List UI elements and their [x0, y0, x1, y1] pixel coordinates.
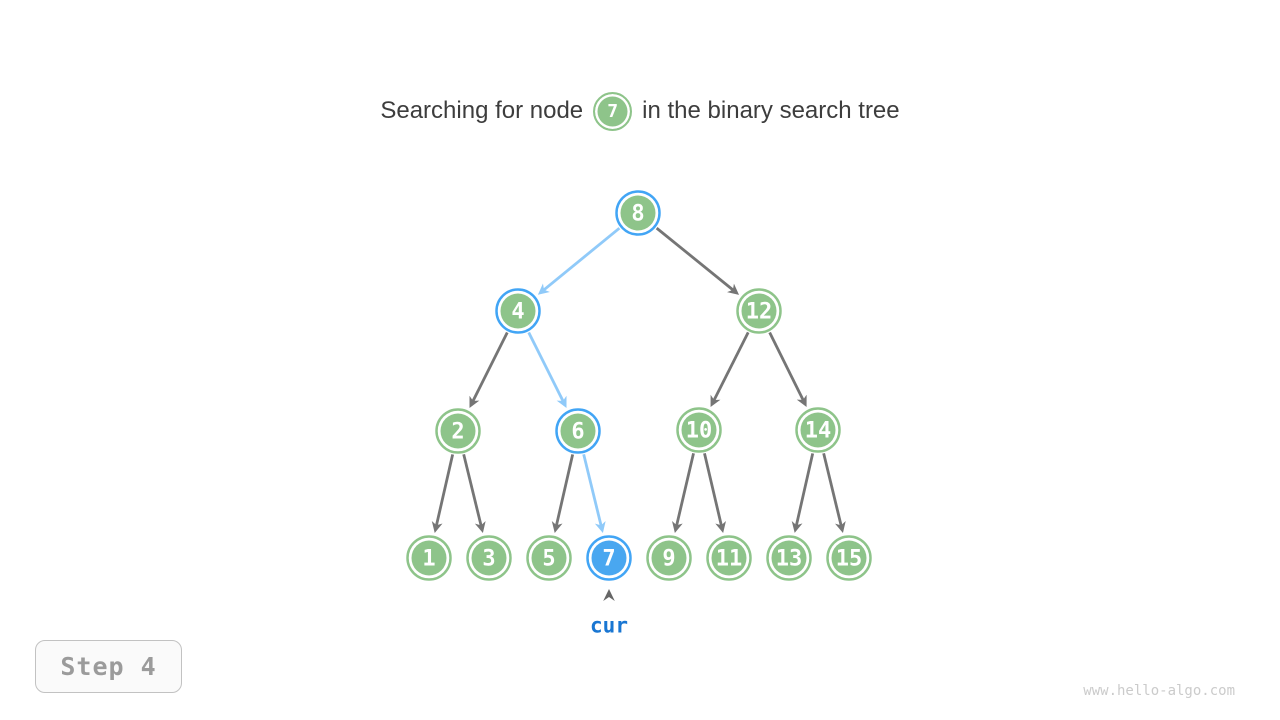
tree-edge-14-15 [822, 452, 846, 534]
tree-edge-4-2 [469, 331, 509, 409]
tree-node-2-normal: 2 [435, 408, 481, 454]
tree-node-value: 5 [542, 547, 555, 572]
tree-edge-10-9 [672, 453, 695, 533]
tree-edge-6-7-path [582, 453, 606, 534]
tree-edge-2-3 [462, 453, 486, 534]
tree-node-9-normal: 9 [646, 535, 692, 581]
tree-edge-12-14 [768, 331, 807, 407]
slide-title: Searching for node 7 in the binary searc… [0, 91, 1280, 131]
tree-edge-14-13 [791, 453, 815, 533]
tree-node-11-normal: 11 [706, 535, 752, 581]
title-target-node-value: 7 [607, 100, 619, 122]
tree-node-value: 8 [631, 202, 644, 227]
tree-node-value: 11 [716, 547, 743, 572]
step-badge-label: Step 4 [60, 652, 157, 681]
tree-node-14-normal: 14 [795, 407, 841, 453]
tree-node-value: 7 [602, 547, 615, 572]
watermark: www.hello-algo.com [1083, 683, 1235, 699]
title-suffix: in the binary search tree [642, 97, 900, 124]
tree-node-value: 2 [451, 420, 464, 445]
tree-edge-8-4-path [537, 227, 621, 295]
tree-edge-6-5 [551, 454, 575, 533]
title-target-node: 7 [593, 91, 633, 131]
tree-node-value: 15 [836, 547, 863, 572]
tree-node-5-normal: 5 [526, 535, 572, 581]
tree-node-8-visited: 8 [615, 190, 661, 236]
tree-edge-10-11 [703, 453, 726, 533]
tree-node-7-current: 7 [586, 535, 632, 581]
tree-edge-8-12 [655, 227, 740, 295]
title-prefix: Searching for node [380, 97, 584, 124]
tree-edge-2-1 [431, 454, 455, 533]
step-badge: Step 4 [35, 640, 182, 693]
tree-edge-4-6-path [527, 331, 567, 409]
tree-node-value: 6 [571, 420, 584, 445]
tree-node-value: 9 [662, 547, 675, 572]
tree-node-value: 1 [422, 547, 435, 572]
tree-node-15-normal: 15 [826, 535, 872, 581]
tree-node-value: 13 [776, 547, 803, 572]
tree-node-3-normal: 3 [466, 535, 512, 581]
cur-pointer-caret-icon [603, 589, 615, 601]
tree-node-6-visited: 6 [555, 408, 601, 454]
tree-node-13-normal: 13 [766, 535, 812, 581]
tree-node-value: 14 [805, 419, 832, 444]
tree-node-10-normal: 10 [676, 407, 722, 453]
tree-node-12-normal: 12 [736, 288, 782, 334]
tree-node-4-visited: 4 [495, 288, 541, 334]
tree-node-value: 4 [511, 300, 524, 325]
tree-node-1-normal: 1 [406, 535, 452, 581]
tree-edge-12-10 [710, 331, 750, 408]
tree-node-value: 12 [746, 300, 773, 325]
cur-pointer-label: cur [590, 614, 628, 638]
tree-node-value: 3 [482, 547, 495, 572]
tree-node-value: 10 [686, 419, 713, 444]
